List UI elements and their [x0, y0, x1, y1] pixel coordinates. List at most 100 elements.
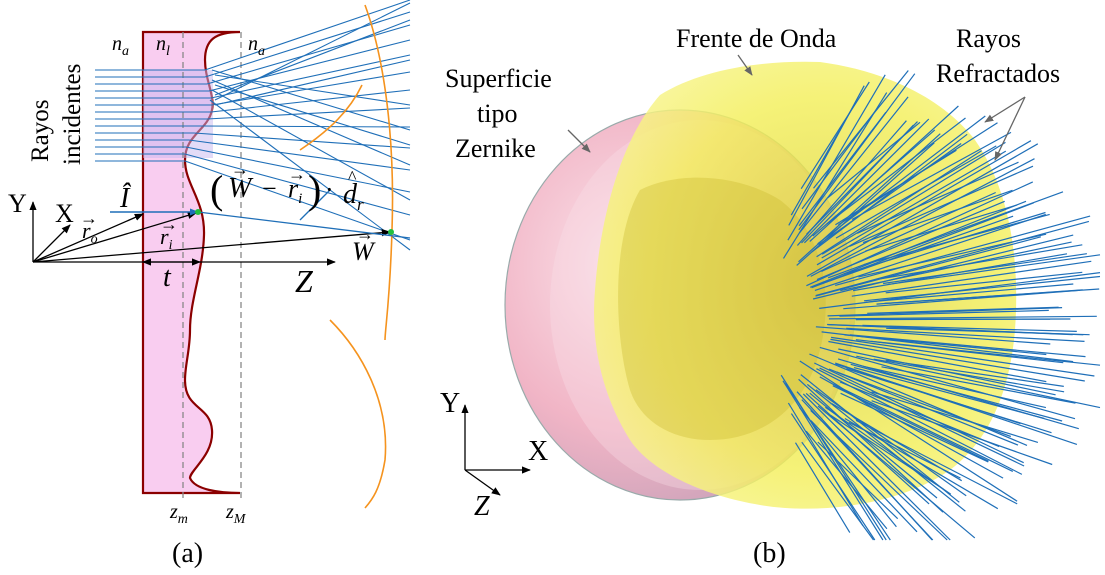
axis-y-label-b: Y	[440, 388, 460, 419]
formula-w-arrow-icon: →	[231, 159, 249, 179]
refracted-ray-b	[803, 118, 930, 244]
refracted-ray-b	[806, 181, 1034, 287]
refracted-ray-b	[826, 117, 966, 225]
refracted-ray-b	[821, 141, 1006, 255]
refracted-rays-b	[780, 70, 1101, 541]
refracted-ray-b	[851, 131, 1012, 221]
refracted-ray-b	[787, 402, 864, 527]
n-a-left: na	[112, 33, 129, 59]
refracted-ray-b	[883, 253, 1087, 285]
refracted-ray-b	[856, 355, 1101, 409]
refracted-ray-path	[197, 211, 411, 239]
refracted-ray-b	[862, 324, 1077, 332]
refracted-ray-b	[805, 392, 930, 505]
refracted-ray-b	[790, 413, 876, 541]
refracted-ray-b	[862, 189, 1013, 244]
axis-y-label-a: Y	[8, 189, 27, 218]
refracted-ray-b	[798, 73, 916, 231]
refracted-ray-b	[815, 236, 1042, 297]
refracted-ray-b	[802, 393, 951, 541]
refracted-ray-b	[881, 244, 1083, 280]
svg-text:·: ·	[325, 175, 334, 204]
svg-text:−: −	[262, 174, 277, 203]
refracted-ray-b	[828, 315, 1097, 320]
refracted-ray-b	[867, 306, 1059, 314]
refracted-ray-b	[833, 383, 1014, 472]
refracted-ray-b	[835, 215, 1091, 286]
intersection-point-wave	[388, 229, 394, 235]
wavefront-a-upper	[364, 4, 394, 341]
refracted-ray-b	[849, 334, 1086, 358]
n-a-right: na	[248, 33, 265, 59]
refracted-label-2: Refractados	[936, 59, 1060, 88]
refracted-ray-b	[849, 165, 1034, 247]
refracted-ray-b	[865, 204, 1018, 252]
caption-b: (b)	[753, 538, 786, 569]
refracted-ray-b	[816, 368, 1023, 475]
refracted-ray-b	[809, 353, 1028, 446]
refracted-ray-b	[840, 392, 989, 463]
wavefront-a-mid	[299, 84, 363, 151]
svg-text:(: (	[210, 167, 223, 212]
refracted-ray-b	[844, 334, 1047, 356]
refracted-label-1: Rayos	[956, 24, 1021, 53]
refracted-ray-b	[810, 158, 1035, 277]
refracted-ray-b	[888, 254, 1101, 285]
refracted-ray-b	[838, 122, 998, 226]
dr-hat-icon: ^	[348, 167, 357, 187]
refracted-ray-b	[851, 260, 1092, 297]
refracted-ray-b	[796, 391, 933, 541]
refracted-ray-b	[798, 407, 897, 528]
refracted-ray-b	[787, 74, 886, 241]
refracted-ray-b	[800, 374, 960, 503]
refracted-ray-b	[814, 362, 1024, 464]
refracted-ray-b	[806, 383, 966, 512]
wavefront-inner	[618, 177, 826, 440]
refracted-ray-b	[863, 213, 1050, 266]
dr-label: dr	[343, 179, 364, 214]
formula: ( W → − ri → ) · dr ^	[210, 159, 364, 214]
refracted-ray-b	[801, 441, 874, 541]
refracted-ray-b	[873, 358, 1065, 393]
refracted-ray-b	[885, 271, 1083, 294]
refracted-ray-b	[809, 105, 959, 242]
wavefront-label: Frente de Onda	[676, 24, 837, 53]
n-l: nl	[156, 33, 170, 59]
axes-b	[461, 404, 531, 496]
zm-label: zm	[169, 501, 188, 527]
axis-x-label-a: X	[55, 199, 74, 228]
refracted-ray-b	[830, 338, 1085, 382]
refracted-ray-b	[782, 380, 884, 541]
caption-a: (a)	[172, 538, 203, 569]
refracted-ray-b	[837, 358, 1079, 430]
axis-z-label-a: Z	[295, 263, 314, 299]
refracted-ray-b	[805, 430, 888, 530]
surface-label-1: Superficie	[445, 64, 552, 93]
refracted-ray-b	[863, 365, 1047, 409]
refracted-ray-b	[818, 143, 962, 246]
intersection-point-lens	[195, 209, 201, 215]
ri-label: ri	[160, 224, 173, 253]
refracted-ray-b	[821, 191, 996, 272]
refracted-ray-b	[881, 366, 1076, 404]
incident-rays	[95, 69, 212, 162]
refracted-ray-b	[846, 327, 1085, 342]
refracted-ray-b	[871, 391, 1039, 443]
refracted-ray-b	[799, 360, 1018, 502]
zM-label: zM	[225, 501, 247, 527]
axis-z-label-b: Z	[474, 491, 490, 522]
refracted-ray-b	[816, 150, 982, 258]
refracted-ray-b	[810, 420, 918, 533]
wavefront-pointer	[737, 54, 753, 76]
formula-r: ri	[288, 174, 302, 207]
refracted-ray-b	[827, 307, 1063, 317]
incident-rays-label-1: Rayos	[27, 100, 54, 163]
refracted-ray-b	[815, 220, 1090, 296]
wavefront-a-lower	[329, 319, 387, 509]
panel-b: Superficie tipo Zernike Frente de Onda R…	[440, 24, 1101, 569]
refracted-ray-b	[798, 378, 944, 513]
refracted-ray-b	[831, 336, 1095, 377]
refracted-ray-b	[835, 145, 997, 239]
ri-arrow-icon: →	[160, 214, 178, 234]
